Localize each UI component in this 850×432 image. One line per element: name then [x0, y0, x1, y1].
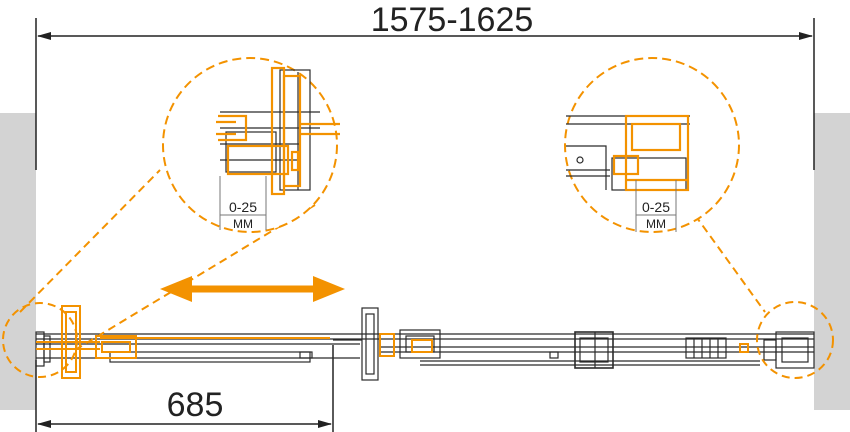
overall-dimension: 1575-1625	[35, 1, 815, 170]
left-wall	[0, 113, 36, 410]
orange-components	[36, 305, 749, 379]
left-unit-label: MM	[233, 217, 253, 231]
opening-dimension-label: 685	[167, 386, 224, 424]
right-wall	[814, 113, 850, 410]
right-gap-label: 0-25	[642, 199, 670, 215]
overall-dimension-label: 1575-1625	[371, 1, 534, 39]
left-leader-line	[19, 169, 161, 313]
left-leader-line-2	[74, 204, 316, 351]
left-gap-label: 0-25	[229, 199, 257, 215]
opening-dimension: 685	[35, 345, 334, 432]
right-unit-label: MM	[646, 217, 666, 231]
right-leader-line	[694, 214, 766, 313]
left-detail-marker	[2, 302, 78, 378]
door-profile	[35, 307, 815, 381]
right-detail-marker	[756, 301, 834, 379]
right-zoom-detail: 0-25 MM	[564, 57, 740, 233]
double-arrow-icon	[160, 276, 345, 302]
left-zoom-detail: 0-25 MM	[162, 57, 340, 233]
